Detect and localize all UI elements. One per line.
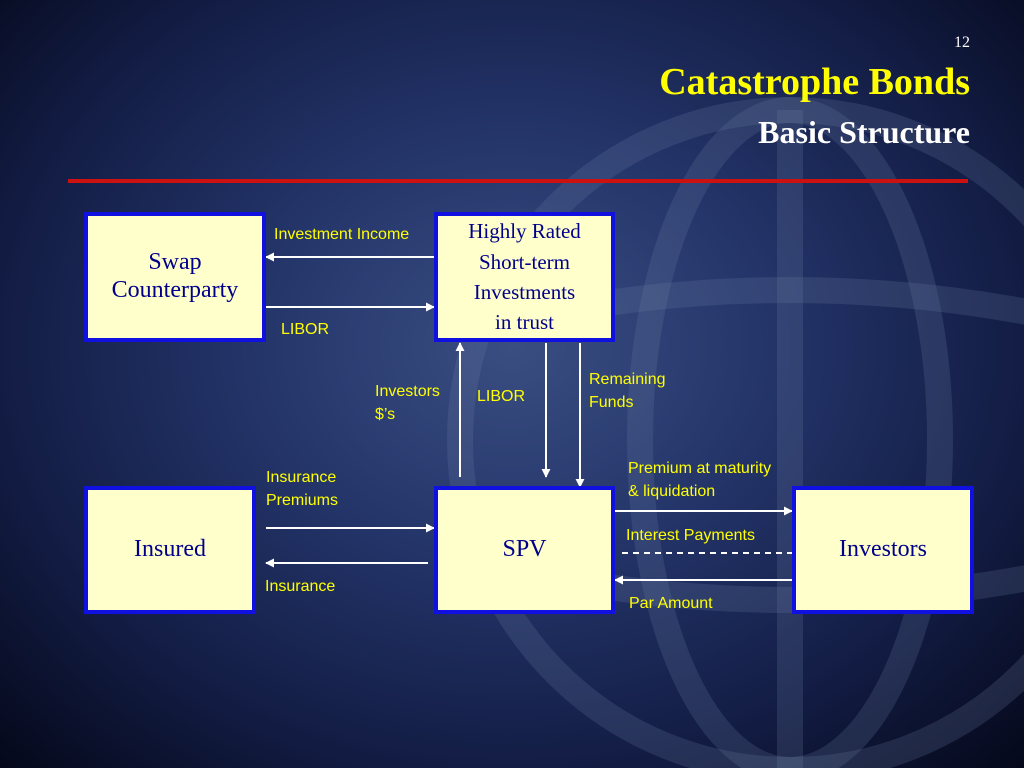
remaining-funds-label: Remaining Funds [589,371,666,412]
insured-box: Insured [84,486,256,614]
investors-dollars-label: Investors $’s [375,383,440,424]
slide-number: 12 [954,34,970,51]
libor-to-trust-label: LIBOR [281,321,330,338]
par-amount-label: Par Amount [629,595,713,612]
swap-counterparty-box: Swap Counterparty [84,212,266,342]
slide-title: Catastrophe Bonds [659,61,970,103]
trust-investments-box: Highly Rated Short-term Investments in t… [434,212,615,342]
insured-label: Insured [134,536,206,563]
premium-at-maturity-label: Premium at maturity & liquidation [628,460,772,501]
libor-to-spv-label: LIBOR [477,388,526,405]
investors-box: Investors [792,486,974,614]
spv-box: SPV [434,486,615,614]
swap-counterparty-label: Swap Counterparty [111,249,239,303]
spv-label: SPV [502,536,547,563]
trust-investments-label: Highly Rated Short-term Investments in t… [468,219,581,335]
insurance-label: Insurance [265,578,336,595]
investment-income-label: Investment Income [274,226,410,243]
insurance-premiums-label: Insurance Premiums [266,469,339,510]
investors-label: Investors [839,536,927,563]
title-divider [68,179,968,183]
interest-payments-label: Interest Payments [626,527,755,544]
slide-subtitle: Basic Structure [758,114,970,150]
